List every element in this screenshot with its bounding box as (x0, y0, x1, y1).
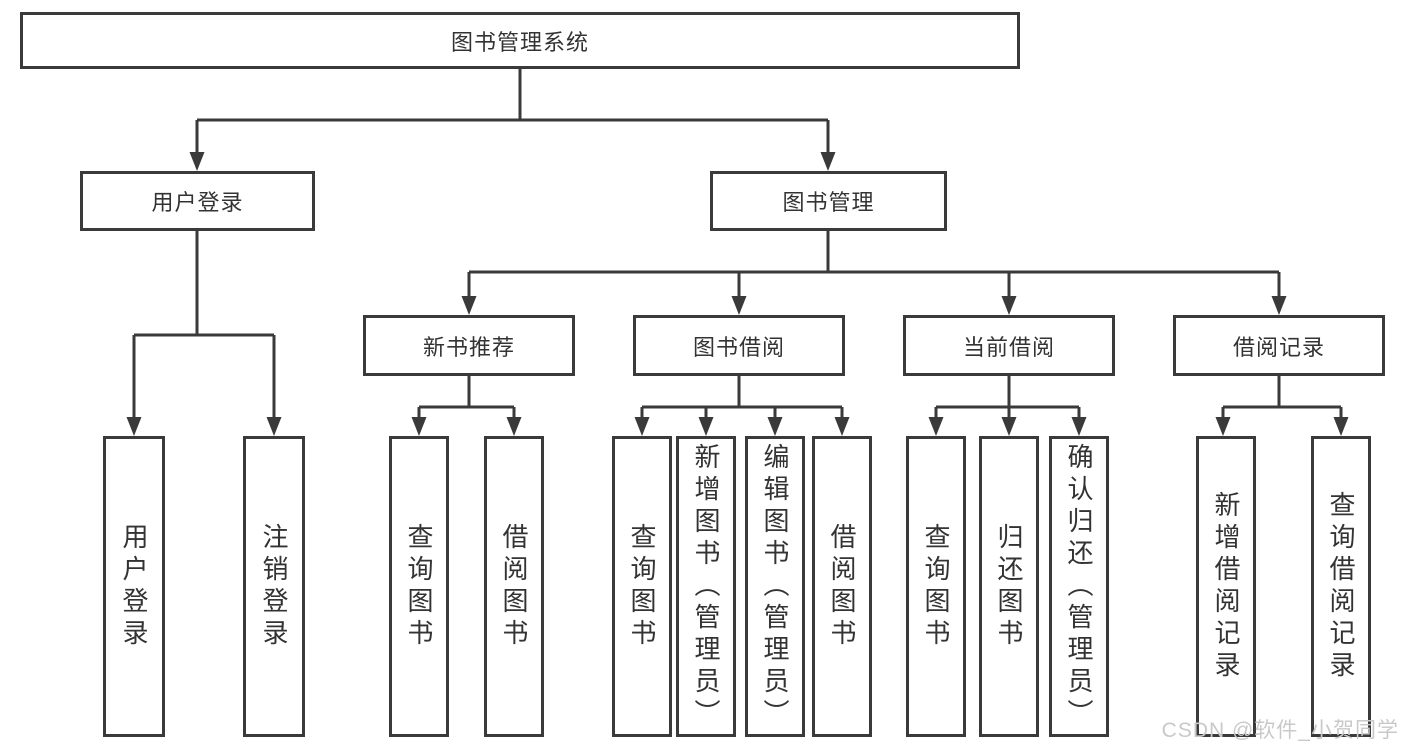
node-borrowing-records-label: 借阅记录 (1232, 334, 1325, 360)
node-new-book-recommend: 新书推荐 (363, 315, 575, 376)
leaf-borrow-books-recommend-label: 借阅图书 (499, 522, 529, 651)
node-book-management-label: 图书管理 (782, 190, 875, 215)
connector-book-management-branch (461, 231, 1287, 315)
leaf-add-books-admin-label: 新增图书（管理员） (691, 442, 721, 731)
leaf-logout: 注销登录 (243, 436, 305, 737)
leaf-return-books-label: 归还图书 (994, 522, 1024, 651)
node-new-book-recommend-label: 新书推荐 (422, 334, 515, 360)
leaf-borrow-books-recommend: 借阅图书 (484, 436, 544, 737)
node-book-management: 图书管理 (710, 171, 947, 231)
node-root-label: 图书管理系统 (450, 29, 589, 55)
leaf-add-books-admin: 新增图书（管理员） (676, 436, 736, 737)
connector-user-login-branch (126, 231, 282, 436)
leaf-edit-books-admin-label: 编辑图书（管理员） (760, 442, 790, 731)
leaf-query-borrow-record-label: 查询借阅记录 (1326, 490, 1356, 683)
connector-root-to-level2 (189, 68, 836, 171)
leaf-user-login: 用户登录 (103, 436, 165, 737)
leaf-confirm-return-admin: 确认归还（管理员） (1049, 436, 1109, 737)
connector-book-borrowing-branch (634, 376, 850, 436)
leaf-query-books-borrowing-label: 查询图书 (627, 522, 657, 651)
leaf-query-borrow-record: 查询借阅记录 (1311, 436, 1371, 737)
leaf-user-login-label: 用户登录 (119, 522, 149, 651)
connector-current-borrowing-branch (928, 376, 1087, 436)
connector-borrowing-records-branch (1215, 376, 1349, 436)
node-current-borrowing: 当前借阅 (903, 315, 1115, 376)
leaf-borrow-books-borrowing-label: 借阅图书 (827, 522, 857, 651)
leaf-query-books-current-label: 查询图书 (921, 522, 951, 651)
node-book-borrowing: 图书借阅 (633, 315, 845, 376)
leaf-confirm-return-admin-label: 确认归还（管理员） (1064, 442, 1094, 731)
leaf-add-borrow-record-label: 新增借阅记录 (1211, 490, 1241, 683)
leaf-query-books-borrowing: 查询图书 (612, 436, 672, 737)
leaf-query-books-recommend-label: 查询图书 (404, 522, 434, 651)
connector-new-book-recommend-branch (411, 376, 522, 436)
node-user-login-label: 用户登录 (151, 190, 244, 215)
node-user-login: 用户登录 (80, 171, 315, 231)
node-current-borrowing-label: 当前借阅 (962, 334, 1055, 360)
leaf-logout-label: 注销登录 (259, 522, 289, 651)
leaf-query-books-current: 查询图书 (906, 436, 966, 737)
node-borrowing-records: 借阅记录 (1173, 315, 1385, 376)
leaf-add-borrow-record: 新增借阅记录 (1196, 436, 1256, 737)
node-book-borrowing-label: 图书借阅 (692, 334, 785, 360)
leaf-query-books-recommend: 查询图书 (389, 436, 449, 737)
leaf-return-books: 归还图书 (979, 436, 1039, 737)
node-root: 图书管理系统 (20, 12, 1020, 69)
leaf-edit-books-admin: 编辑图书（管理员） (745, 436, 805, 737)
leaf-borrow-books-borrowing: 借阅图书 (812, 436, 872, 737)
